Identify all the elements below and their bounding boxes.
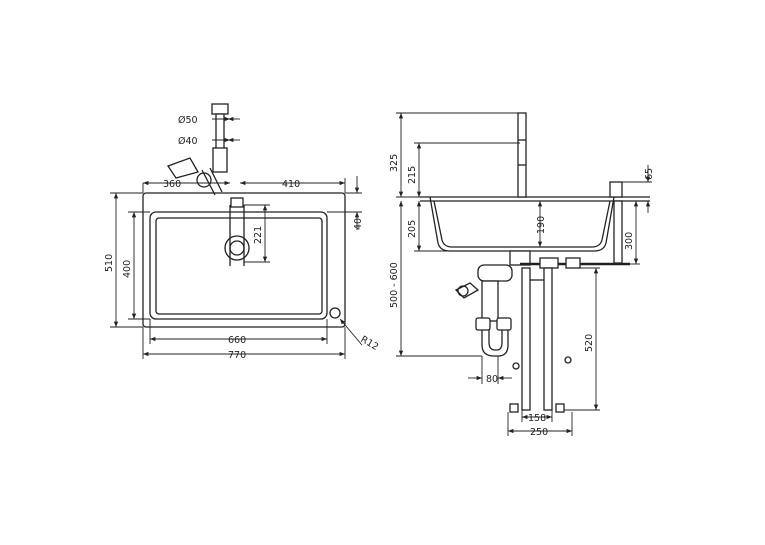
dim-spout-height: 215 bbox=[407, 166, 418, 184]
dim-base-outer: 250 bbox=[530, 427, 548, 438]
drain-inner bbox=[229, 240, 245, 256]
waste-hose bbox=[167, 157, 199, 179]
dim-left-offset: 360 bbox=[163, 179, 181, 190]
sink-bowl-inner bbox=[155, 217, 323, 315]
foot-left bbox=[509, 403, 519, 413]
tap-side-body bbox=[517, 112, 527, 198]
pedestal-leg-left bbox=[521, 267, 531, 411]
dim-dispenser: 65 bbox=[644, 168, 655, 180]
overflow-icon bbox=[329, 307, 341, 319]
dim-right-offset: 410 bbox=[282, 179, 300, 190]
sink-bowl-side bbox=[429, 196, 615, 252]
dim-corner-radius: R12 bbox=[359, 334, 381, 353]
dim-depth-outer: 510 bbox=[104, 254, 115, 272]
dim-tap-height: 325 bbox=[389, 154, 400, 172]
drain-icon bbox=[224, 235, 250, 261]
dim-base-inner: 158 bbox=[528, 413, 546, 424]
waste-pipe-vertical bbox=[481, 280, 499, 322]
waste-pipe-horizontal bbox=[477, 264, 513, 282]
dim-edge-top: 40 bbox=[353, 218, 364, 230]
dim-waste-inner: Ø40 bbox=[178, 136, 198, 147]
dim-trap-offset: 80 bbox=[486, 374, 498, 385]
waste-connector bbox=[196, 172, 212, 188]
trap-inner bbox=[488, 320, 503, 351]
foot-right bbox=[555, 403, 565, 413]
dim-tap-offset: 221 bbox=[253, 226, 264, 244]
tap-plan-body bbox=[229, 205, 245, 266]
dim-inner-depth: 190 bbox=[536, 216, 547, 234]
dim-width-inner: 660 bbox=[228, 335, 246, 346]
dim-waste-outer: Ø50 bbox=[178, 115, 198, 126]
dim-pedestal-height: 520 bbox=[584, 334, 595, 352]
waste-hose-side bbox=[454, 282, 480, 299]
dim-bowl-depth: 205 bbox=[407, 220, 418, 238]
sink-bowl-side-inner bbox=[433, 200, 611, 248]
trap-outer bbox=[481, 320, 509, 357]
dim-drain-height: 300 bbox=[624, 232, 635, 250]
sink-outline-outer bbox=[142, 192, 346, 328]
dispenser-tube bbox=[613, 200, 623, 264]
waste-pipe-cap bbox=[211, 103, 229, 115]
dispenser-icon bbox=[609, 181, 623, 198]
sink-bowl-outer bbox=[149, 211, 328, 320]
pedestal-leg-right bbox=[543, 267, 553, 411]
waste-pipe-body bbox=[212, 147, 228, 173]
dim-width-outer: 770 bbox=[228, 350, 246, 361]
dim-depth-inner: 400 bbox=[122, 260, 133, 278]
tap-plan-head bbox=[230, 197, 244, 208]
dim-worktop-height: 500 - 600 bbox=[389, 262, 400, 308]
plan-view: Ø50 Ø40 360 410 510 400 40 221 bbox=[104, 103, 381, 361]
side-view: 325 215 205 500 - 600 190 65 300 520 bbox=[389, 112, 655, 438]
